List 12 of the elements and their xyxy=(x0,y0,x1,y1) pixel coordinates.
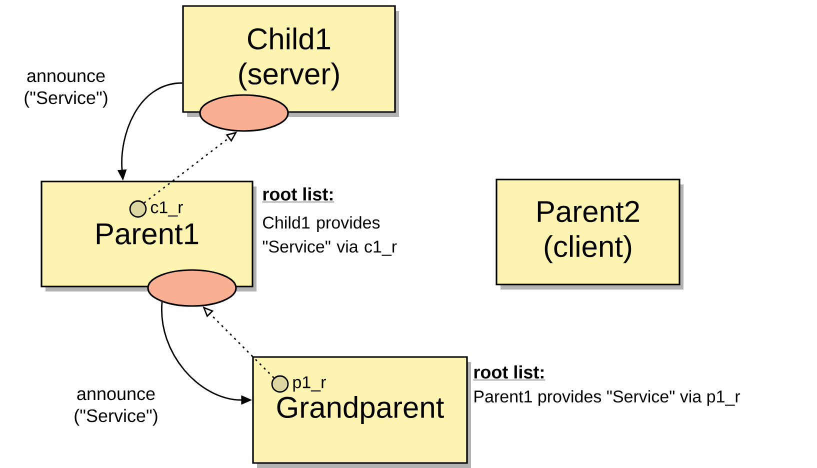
port-label: c1_r xyxy=(150,201,183,217)
note-text: Parent1 provides "Service" via p1_r xyxy=(474,390,740,406)
process-box: Parent2 (client) xyxy=(496,178,684,290)
ellipse xyxy=(199,94,289,132)
process-box: Child1 (server) xyxy=(182,5,399,117)
ellipse xyxy=(147,269,237,307)
edge-label: announce ("Service") xyxy=(15,71,117,109)
edge-label: announce ("Service") xyxy=(65,389,167,427)
list-heading: root list: xyxy=(262,187,334,202)
port-label: p1_r xyxy=(293,376,326,392)
note-text: Child1 provides "Service" via c1_r xyxy=(262,216,397,256)
list-heading: root list: xyxy=(473,365,546,380)
